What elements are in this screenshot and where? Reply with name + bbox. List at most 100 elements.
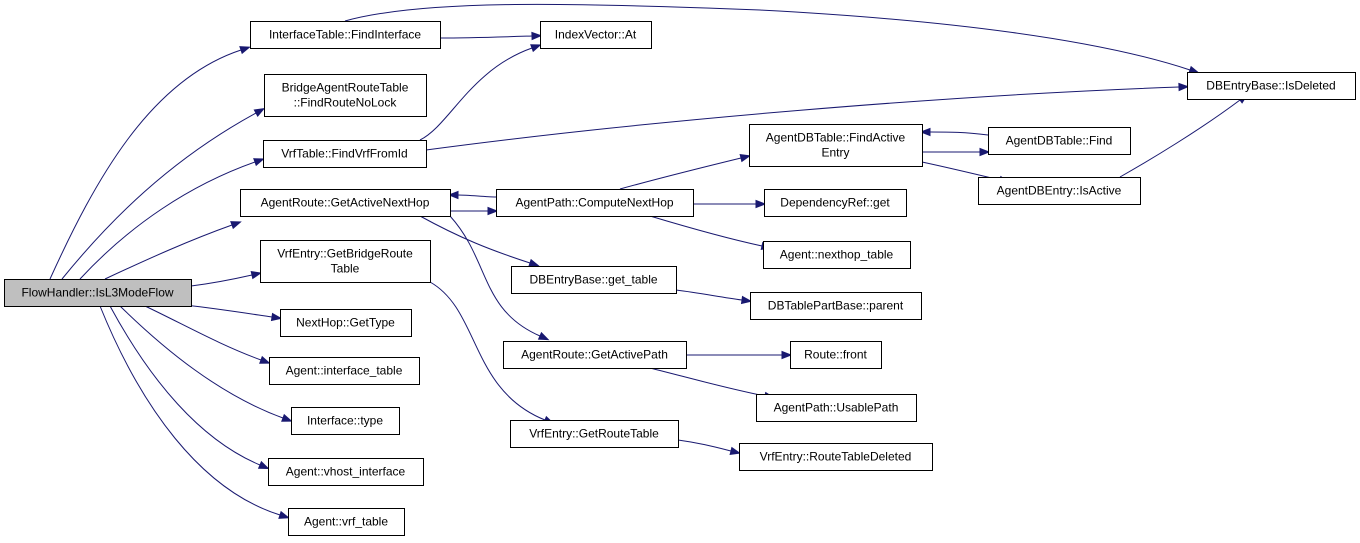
arrowhead-findactiveentry-to-agentdbfind (979, 147, 991, 157)
edge-isactive-to-isdeleted (1119, 99, 1241, 178)
node-box-interfacetype (291, 407, 400, 435)
edge-computenexthop-to-findactiveentry (619, 157, 742, 190)
node-box-getactivenexthop (240, 189, 451, 217)
node-computenexthop[interactable]: AgentPath::ComputeNextHop (496, 189, 694, 217)
arrowhead-root-to-findinterface (239, 46, 251, 55)
node-gettable[interactable]: DBEntryBase::get_table (511, 266, 677, 294)
node-box-bridgeroute (264, 74, 427, 117)
node-label-vrftable: Agent::vrf_table (304, 515, 388, 529)
edge-root-to-vhostinterface (109, 305, 261, 466)
node-label-findactiveentry: AgentDBTable::FindActive (766, 131, 906, 145)
node-label-getbridgeroutetable: VrfEntry::GetBridgeRoute (277, 247, 413, 261)
node-label-isactive: AgentDBEntry::IsActive (997, 184, 1122, 198)
node-box-nexthoptable (763, 241, 911, 269)
node-label-getactivepath: AgentRoute::GetActivePath (521, 348, 668, 362)
node-routefront[interactable]: Route::front (790, 341, 882, 369)
edge-computenexthop-to-getactivenexthop (457, 194, 497, 198)
edge-root-to-findinterface (49, 49, 242, 280)
node-box-isdeleted (1187, 72, 1356, 100)
node-label-nexthoptable: Agent::nexthop_table (780, 248, 894, 262)
node-label-getroutetable: VrfEntry::GetRouteTable (529, 427, 659, 441)
node-isactive[interactable]: AgentDBEntry::IsActive (978, 177, 1141, 205)
node-interfacetable[interactable]: Agent::interface_table (269, 357, 420, 385)
node-box-isactive (978, 177, 1141, 205)
node-nexthoptable[interactable]: Agent::nexthop_table (763, 241, 911, 269)
node-indexvectorat[interactable]: IndexVector::At (540, 21, 652, 49)
node-findinterface[interactable]: InterfaceTable::FindInterface (250, 21, 441, 49)
arrowhead-computenexthop-to-findactiveentry (739, 154, 752, 163)
node-label-dependencyget: DependencyRef::get (780, 196, 890, 210)
arrowhead-findinterface-to-indexvectorat (531, 31, 543, 41)
node-box-findvrf (263, 140, 427, 168)
node-box-agentdbfind (988, 127, 1131, 155)
node-vrftable[interactable]: Agent::vrf_table (288, 508, 405, 536)
node-label-routetabledeleted: VrfEntry::RouteTableDeleted (760, 450, 912, 464)
node-box-gettable (511, 266, 677, 294)
node-box-interfacetable (269, 357, 420, 385)
arrowhead-root-to-interfacetype (281, 413, 293, 422)
arrowhead-agentdbfind-to-findactiveentry (919, 127, 931, 137)
node-box-findinterface (250, 21, 441, 49)
edge-computenexthop-to-nexthoptable (649, 215, 763, 247)
node-routetabledeleted[interactable]: VrfEntry::RouteTableDeleted (739, 443, 933, 471)
node-box-findactiveentry (749, 124, 923, 167)
node-dependencyget[interactable]: DependencyRef::get (764, 189, 907, 217)
node-agentdbfind[interactable]: AgentDBTable::Find (988, 127, 1131, 155)
node-label-isdeleted: DBEntryBase::IsDeleted (1206, 79, 1335, 93)
node-interfacetype[interactable]: Interface::type (291, 407, 400, 435)
node-bridgeroute[interactable]: BridgeAgentRouteTable::FindRouteNoLock (264, 74, 427, 117)
call-edges (49, 3, 1249, 519)
node-findvrf[interactable]: VrfTable::FindVrfFromId (263, 140, 427, 168)
node-box-dependencyget (764, 189, 907, 217)
edge-root-to-interfacetype (119, 305, 284, 419)
node-box-routetabledeleted (739, 443, 933, 471)
edge-findinterface-to-indexvectorat (439, 35, 533, 39)
arrowhead-root-to-interfacetable (259, 355, 271, 364)
node-label-usablepath: AgentPath::UsablePath (774, 401, 899, 415)
edge-findvrf-to-isdeleted (425, 86, 1180, 151)
edge-root-to-vrftable (99, 305, 281, 516)
node-label-parent: DBTablePartBase::parent (768, 299, 904, 313)
arrowhead-root-to-bridgeroute (253, 108, 266, 117)
node-getroutetable[interactable]: VrfEntry::GetRouteTable (510, 420, 679, 448)
arrowhead-root-to-getbridgeroutetable (250, 270, 263, 280)
node-isdeleted[interactable]: DBEntryBase::IsDeleted (1187, 72, 1356, 100)
node-getactivepath[interactable]: AgentRoute::GetActivePath (503, 341, 687, 369)
node-label-routefront: Route::front (804, 348, 867, 362)
node-box-getroutetable (510, 420, 679, 448)
edge-findvrf-to-indexvectorat (419, 47, 533, 141)
node-usablepath[interactable]: AgentPath::UsablePath (756, 394, 917, 422)
arrowhead-root-to-vhostinterface (257, 460, 270, 470)
node-label-bridgeroute: BridgeAgentRouteTable (282, 81, 409, 95)
arrowhead-getroutetable-to-routetabledeleted (729, 446, 742, 455)
node-vhostinterface[interactable]: Agent::vhost_interface (268, 458, 424, 486)
node-box-vrftable (288, 508, 405, 536)
node-getactivenexthop[interactable]: AgentRoute::GetActiveNextHop (240, 189, 451, 217)
edge-findinterface-to-isdeleted (344, 3, 1191, 71)
arrowhead-getactivenexthop-to-computenexthop (487, 206, 499, 216)
node-box-getactivepath (503, 341, 687, 369)
node-root[interactable]: FlowHandler::IsL3ModeFlow (4, 279, 192, 307)
node-label-findactiveentry: Entry (821, 146, 849, 160)
node-label-agentdbfind: AgentDBTable::Find (1006, 134, 1113, 148)
arrowhead-getactivenexthop-to-getactivepath (537, 331, 550, 341)
edge-root-to-getactivenexthop (104, 224, 233, 280)
arrowhead-computenexthop-to-dependencyget (755, 199, 767, 209)
edge-getactivenexthop-to-getactivepath (449, 215, 541, 337)
node-box-parent (750, 292, 922, 320)
node-box-computenexthop (496, 189, 694, 217)
arrowhead-getactivepath-to-routefront (781, 350, 793, 360)
arrowhead-gettable-to-parent (740, 295, 753, 305)
edge-root-to-getbridgeroutetable (190, 274, 253, 287)
edge-getbridgeroutetable-to-getroutetable (429, 281, 546, 421)
node-nexthopgettype[interactable]: NextHop::GetType (280, 309, 412, 337)
edge-agentdbfind-to-findactiveentry (929, 131, 989, 136)
node-label-nexthopgettype: NextHop::GetType (296, 316, 395, 330)
node-label-indexvectorat: IndexVector::At (555, 28, 637, 42)
node-label-getactivenexthop: AgentRoute::GetActiveNextHop (261, 196, 430, 210)
node-parent[interactable]: DBTablePartBase::parent (750, 292, 922, 320)
arrowhead-root-to-vrftable (278, 510, 290, 519)
